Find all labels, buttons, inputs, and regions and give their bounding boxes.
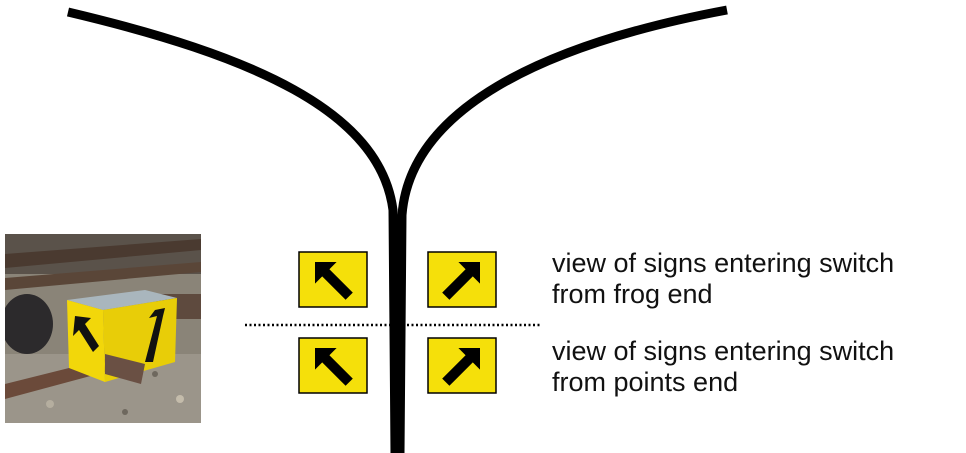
sign-frog-right	[427, 251, 497, 308]
sign-frog-left	[298, 251, 368, 308]
caption-frog-end-line-1: view of signs entering switch	[552, 248, 895, 278]
caption-points-end-line-1: view of signs entering switch	[552, 336, 895, 366]
caption-points-end-line-2: from points end	[552, 367, 739, 397]
caption-frog-end-line-2: from frog end	[552, 279, 713, 309]
track-left-branch	[66, 7, 400, 453]
sign-points-right	[427, 337, 497, 394]
sign-points-left	[298, 337, 368, 394]
switch-point-indicator-photo	[5, 234, 201, 423]
caption-frog-end: view of signs entering switch from frog …	[552, 248, 894, 310]
track-right-branch	[395, 5, 728, 453]
caption-points-end: view of signs entering switch from point…	[552, 336, 894, 398]
